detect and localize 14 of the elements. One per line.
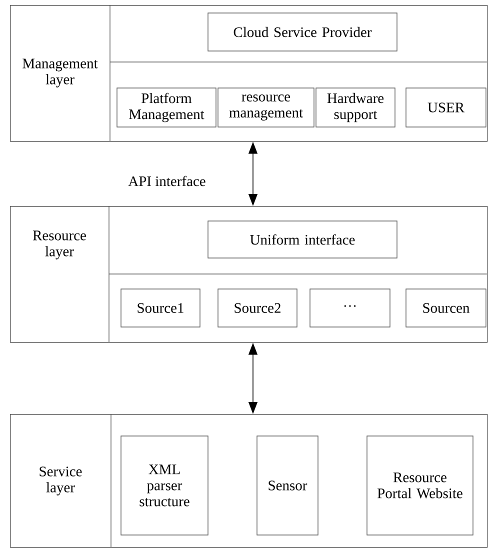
component-box: Platform Management bbox=[116, 88, 216, 128]
component-box: ··· bbox=[310, 288, 390, 328]
component-box: USER bbox=[406, 88, 486, 128]
component-box: Resource Portal Website bbox=[366, 436, 474, 536]
component-box: Uniform interface bbox=[208, 220, 398, 258]
edge-label: API interface bbox=[127, 174, 207, 188]
component-box: resource management bbox=[218, 88, 314, 128]
component-box: Sensor bbox=[256, 436, 318, 536]
component-box: Cloud Service Provider bbox=[208, 12, 398, 52]
component-box: Source1 bbox=[120, 288, 200, 328]
component-box: Source2 bbox=[218, 288, 298, 328]
component-box: XML parser structure bbox=[120, 436, 208, 536]
component-box: Hardware support bbox=[316, 88, 396, 128]
component-box: Sourcen bbox=[406, 288, 486, 328]
